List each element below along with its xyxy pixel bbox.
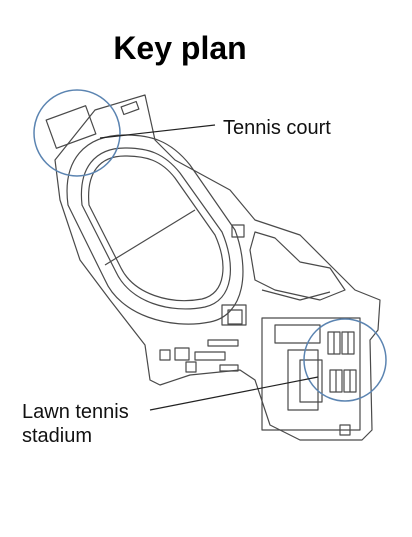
page-title: Key plan xyxy=(113,30,247,66)
tennis-court-leader-line xyxy=(99,124,216,139)
track-lane xyxy=(88,155,224,302)
lawn-tennis-callout-circle xyxy=(303,318,387,402)
lawn-tennis-label-line2: stadium xyxy=(22,425,93,447)
tennis-court-callout-circle xyxy=(33,89,121,177)
lawn-tennis-stadium-block xyxy=(261,317,361,431)
site-outline xyxy=(54,94,381,441)
lawn-tennis-label-line1: Lawn tennis xyxy=(22,401,129,423)
athletics-track-inner xyxy=(80,147,231,310)
tennis-court-label: Tennis court xyxy=(223,117,331,139)
lawn-tennis-leader-line xyxy=(149,376,319,411)
athletics-track-outer xyxy=(66,134,244,325)
tennis-court-rect xyxy=(45,105,97,149)
lawn-tennis-stadium-label: Lawn tennis stadium xyxy=(22,400,162,448)
